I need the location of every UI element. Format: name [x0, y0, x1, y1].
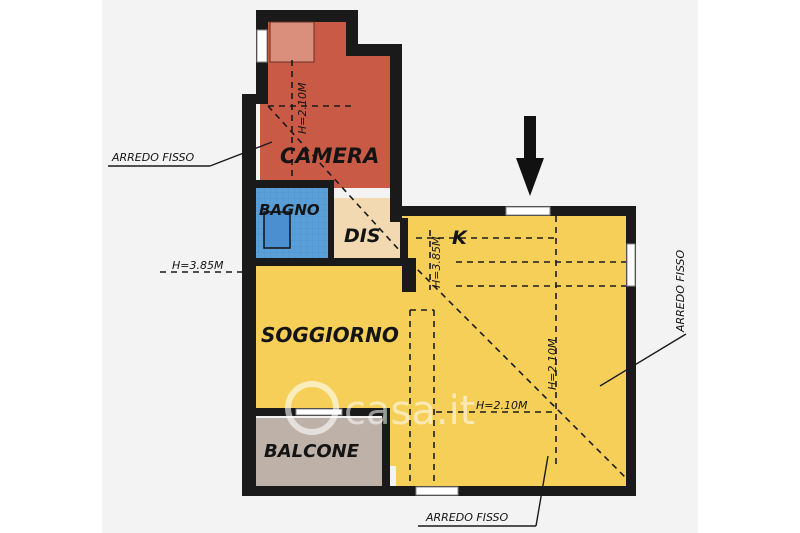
note-h210-horizontal: H=2.10M — [476, 399, 528, 412]
note-arredo-fisso-bottom: ARREDO FISSO — [425, 511, 509, 524]
label-camera: CAMERA — [280, 144, 379, 168]
note-h210-camera: H=2.10M — [296, 82, 309, 134]
note-h385-vertical: H=3.85M — [430, 236, 443, 288]
label-balcone: BALCONE — [264, 441, 360, 462]
note-arredo-fisso-right: ARREDO FISSO — [674, 249, 687, 333]
bathtub — [263, 211, 291, 249]
room-kitchen-living — [256, 214, 628, 486]
dashed-lines — [160, 60, 629, 486]
label-k: K — [452, 227, 468, 249]
room-dis — [332, 198, 400, 260]
label-dis: DIS — [344, 225, 381, 247]
watermark-text: casa.it — [344, 388, 475, 434]
watermark-logo-icon — [285, 381, 339, 435]
entrance-arrow-icon — [516, 116, 544, 196]
label-bagno: BAGNO — [259, 201, 320, 219]
note-arredo-fisso-left: ARREDO FISSO — [111, 151, 195, 164]
camera-fixed-furniture — [269, 21, 315, 63]
room-camera — [260, 20, 392, 204]
label-soggiorno: SOGGIORNO — [261, 323, 399, 347]
note-h385-left: H=3.85M — [172, 259, 224, 272]
note-h210-vertical: H=2.10M — [546, 338, 559, 390]
leader-lines — [108, 141, 687, 527]
windows — [256, 29, 636, 496]
watermark: casa.it — [285, 381, 475, 435]
